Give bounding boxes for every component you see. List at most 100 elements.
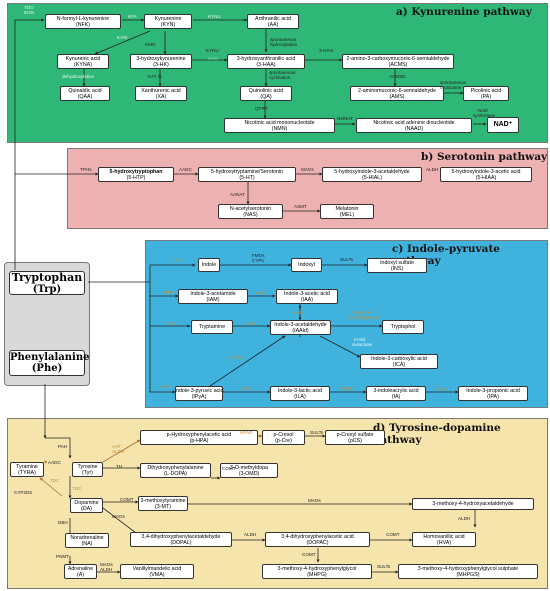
- label-aldh-hpa: ALDH: [112, 449, 125, 454]
- label-pnmt: PNMT: [56, 554, 70, 559]
- ams-node: 2-aminomuconic-6-semialdehyde(AMS): [350, 86, 444, 101]
- label-maos-serotonin: MAOs: [301, 167, 314, 172]
- label-nad: NAD: [478, 108, 488, 113]
- kynurenine-panel-title: a) Kynurenine pathway: [396, 6, 532, 18]
- label-spontaneous-3: spontaneous: [440, 80, 467, 85]
- label-kfa: KFA: [128, 14, 137, 19]
- label-cyps: CYPs: [252, 258, 264, 263]
- label-dbh: DBH: [58, 520, 68, 525]
- label-iaald-reductase: IAAld: [354, 337, 365, 342]
- tryptophol-node: Tryptophol: [382, 320, 424, 334]
- label-aao: AAO: [246, 321, 256, 326]
- label-comt-dopamine: COMT: [120, 497, 134, 502]
- label-tryptophol-dh: Tryptophol: [350, 310, 372, 315]
- label-nmnat: NMNAT: [337, 116, 353, 121]
- hva-node: Homovanillic acid(HVA): [412, 532, 476, 547]
- label-sults-indole: SULTs: [340, 257, 354, 262]
- xa-node: Xanthurenic acid(XA): [135, 86, 187, 101]
- label-kmo: KMO: [145, 42, 156, 47]
- label-acda: AcdA: [436, 386, 447, 391]
- label-hydroxylation: hydroxylation: [270, 42, 298, 47]
- label-sults-mhpg: SULTs: [377, 564, 391, 569]
- label-comt-mhpg: COMT: [302, 552, 316, 557]
- label-tdc-dopamine: TDC: [72, 486, 82, 491]
- serotonin-panel: [67, 148, 548, 229]
- label-maos-3mt: MAOs: [308, 498, 321, 503]
- 5hial-node: 5-hydroxyindole-3-acetaldehyde(5-HIAL): [322, 167, 422, 182]
- label-sults-cresol: SULTs: [310, 430, 324, 435]
- indoxyl-node: Indoxyl: [291, 258, 322, 272]
- kyna-node: Kynurenic acid(KYNA): [57, 54, 109, 69]
- pcs-node: p-Cresyl sulfate(pCS): [325, 430, 385, 445]
- label-tdo: TDO: [24, 5, 34, 10]
- nmn-node: Nicotinic acid mononucleotide(NMN): [224, 118, 335, 133]
- serotonin-panel-title: b) Serotonin pathway: [421, 151, 548, 163]
- 3omd-node: 3-O-methyldopa(3-OMD): [220, 463, 278, 478]
- iaald-node: Indole-3-acetaldehyde(IAAld): [270, 320, 331, 335]
- pa-node: Picolinic acid(PA): [463, 86, 509, 101]
- label-aanat: AANAT: [230, 192, 245, 197]
- mel-node: Melatonin(MEL): [320, 204, 374, 219]
- tyrosine-panel-title: d) Tyrosine-dopamine pathway: [373, 422, 501, 446]
- qa-node: Quinolinic acid(QA): [240, 86, 292, 101]
- label-ipdc: IPDC: [232, 355, 243, 360]
- label-kynu-1: KYNU: [208, 14, 221, 19]
- label-kynu-2: KYNU: [206, 48, 219, 53]
- nfk-node: N-formyl-L-kynurenine(NFK): [45, 14, 121, 29]
- label-3hao: 3-HAO: [319, 48, 334, 53]
- label-pah: PAH: [58, 444, 68, 449]
- label-maos-adrenaline: MAOs: [100, 562, 113, 567]
- label-comt-dopac: COMT: [386, 532, 400, 537]
- label-th: TH: [116, 464, 123, 469]
- label-fldbc: FldBC: [340, 386, 353, 391]
- nas-node: N-acetylserotonin(NAS): [218, 204, 283, 219]
- mhpg-node: 3-methoxy-4-hydroxyphenylglycol(MHPG): [262, 564, 372, 579]
- label-aldh-serotonin: ALDH: [426, 167, 439, 172]
- hpa-node: p-Hydroxyphenylacetic acid(p-HPA): [140, 430, 258, 445]
- acms-node: 2-amino-3-carboxymuconic-6-semialdehyde(…: [342, 54, 454, 69]
- label-aat: AAT: [112, 444, 121, 449]
- label-fldh: FldH: [242, 386, 252, 391]
- label-aldh-hva: ALDH: [458, 516, 471, 521]
- label-ido: IDOs: [24, 10, 35, 15]
- phenylalanine-node: Phenylalanine(Phe): [9, 350, 90, 376]
- label-tdc-tyrosine: TDC: [50, 478, 60, 483]
- label-cyclization-3: cyclization: [440, 85, 462, 90]
- label-aadc-tyrosine: AADC: [48, 460, 61, 465]
- haa-node: 3-hydroxyanthranilic acid(3-HAA): [227, 54, 305, 69]
- 5ht-node: 5-hydroxytryptamine/Serotonin(5-HT): [198, 167, 296, 182]
- label-hpad: HPAD: [240, 430, 253, 435]
- label-kats: KATs: [117, 35, 128, 40]
- label-spontaneous-2: spontaneous: [269, 70, 296, 75]
- label-comt-ldopa: COMT: [222, 466, 236, 471]
- iam-node: Indole-3-acetamide(IAM): [178, 289, 248, 304]
- tyra-node: Tyramine(TYRA): [10, 462, 44, 477]
- label-cyp2d6: CYP2D6: [14, 490, 32, 495]
- ipa-node: Indole-3-propionic acid(IPA): [458, 386, 528, 401]
- label-arat: ArAT: [160, 384, 171, 389]
- label-kat-iii: KAT III: [148, 74, 162, 79]
- aa-node: Anthranilic acid(AA): [247, 14, 299, 29]
- label-fmos: FMOs: [252, 253, 265, 258]
- label-cyclization-2: cyclization: [269, 75, 291, 80]
- label-dehydroxylation: dehydroxylation: [62, 74, 95, 79]
- p-cresol-node: p-Cresol(p-Cre): [262, 430, 305, 445]
- ica-node: Indole-3-carboxylic acid(ICA): [360, 354, 438, 369]
- label-qprt: QPRT: [255, 106, 268, 111]
- label-spontaneous-1: spontaneous: [270, 37, 297, 42]
- dopal-node: 3,4-dihydroxyphenylacetaldehyde(DOPAL): [130, 532, 232, 547]
- label-reductase: reductase: [352, 342, 373, 347]
- ins-node: Indoxyl sulfate(INS): [367, 258, 427, 273]
- dopac-node: 3,4-dihydroxyphenylacetic acid(DOPAC): [265, 532, 370, 547]
- label-tna: TNA: [172, 257, 182, 262]
- 5htp-node: 5-hydroxytryptophan(5-HTP): [98, 167, 174, 182]
- label-aldh-dopal: ALDH: [244, 532, 257, 537]
- label-synthetase: synthetase: [473, 113, 496, 118]
- 5hiaa-node: 5-hydroxyindole-3-acetic acid(5-HIAA): [440, 167, 532, 182]
- ia-node: 3-indoleacrylic acid(IA): [366, 386, 426, 401]
- ila-node: Indole-3-lactic acid(ILA): [270, 386, 330, 401]
- 3mt-node: 3-methoxytyramine(3-MT): [138, 496, 188, 511]
- label-tphs: TPHs: [80, 167, 92, 172]
- label-asmt: ASMT: [294, 204, 307, 209]
